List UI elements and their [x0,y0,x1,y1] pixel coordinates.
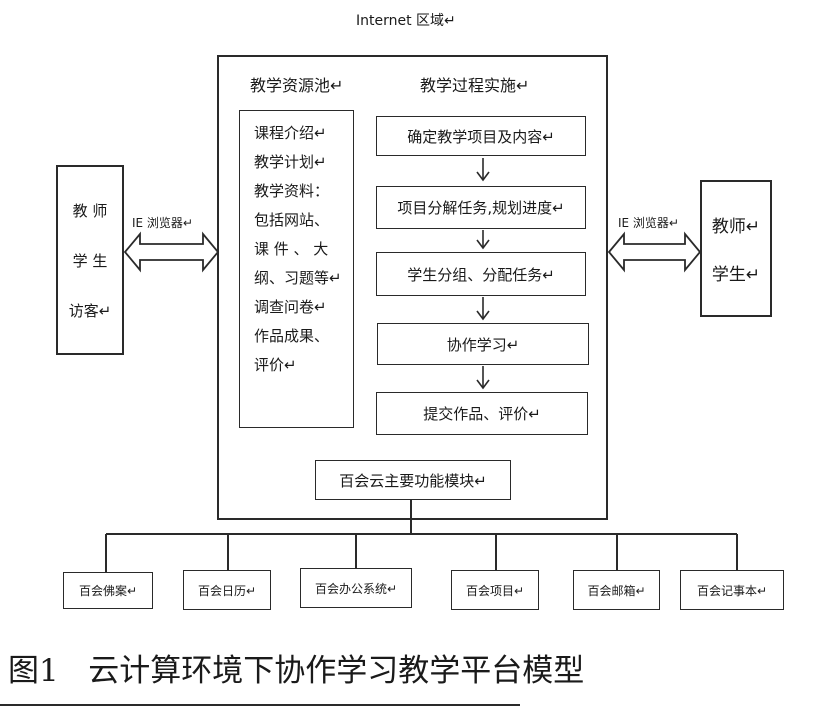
right-double-arrow [607,231,702,273]
left-browser-label: IE 浏览器↵ [132,216,193,230]
cloud-module-box: 百会云主要功能模块↵ [315,460,511,500]
figure-caption: 图1 云计算环境下协作学习教学平台模型 [8,653,585,689]
resource-pool-box: 课程介绍↵ 教学计划↵ 教学资料： 包括网站、 课 件 、 大 纲、习题等↵ 调… [239,110,354,428]
left-double-arrow [123,231,220,273]
resource-pool-header: 教学资源池↵ [250,76,344,95]
process-step: 项目分解任务,规划进度↵ [376,186,586,229]
right-user-student: 学生↵ [711,265,761,286]
process-step: 协作学习↵ [377,323,589,365]
process-step: 确定教学项目及内容↵ [376,116,586,156]
module-box: 百会项目↵ [451,570,539,610]
process-down-arrow [476,366,490,390]
left-user-student: 学 生 [72,251,108,270]
process-down-arrow [476,158,490,182]
right-browser-label: IE 浏览器↵ [618,216,679,230]
module-box: 百会佛案↵ [63,572,153,609]
resource-item: 教学计划↵ [254,153,327,171]
process-down-arrow [476,230,490,250]
internet-zone-title: Internet 区域↵ [356,13,456,29]
process-down-arrow [476,297,490,321]
process-header: 教学过程实施↵ [420,76,530,95]
module-box: 百会邮箱↵ [573,570,660,610]
resource-item: 纲、习题等↵ [254,269,342,287]
resource-item: 课程介绍↵ [254,124,327,142]
resource-item: 包括网站、 [254,211,330,229]
module-box: 百会记事本↵ [680,570,784,610]
right-users-box: 教师↵ 学生↵ [700,180,772,317]
module-tree [105,500,738,572]
left-user-teacher: 教 师 [72,201,108,220]
module-box: 百会办公系统↵ [300,568,412,608]
resource-item: 教学资料： [254,182,330,200]
process-step: 提交作品、评价↵ [376,392,588,435]
resource-item: 课 件 、 大 [254,240,329,258]
right-user-teacher: 教师↵ [711,216,761,237]
process-step: 学生分组、分配任务↵ [376,252,586,296]
resource-item: 评价↵ [254,356,297,374]
left-users-box: 教 师 学 生 访客↵ [56,165,124,355]
module-box: 百会日历↵ [183,570,271,610]
left-user-visitor: 访客↵ [68,301,112,320]
resource-item: 调查问卷↵ [254,298,327,316]
resource-item: 作品成果、 [254,327,330,345]
